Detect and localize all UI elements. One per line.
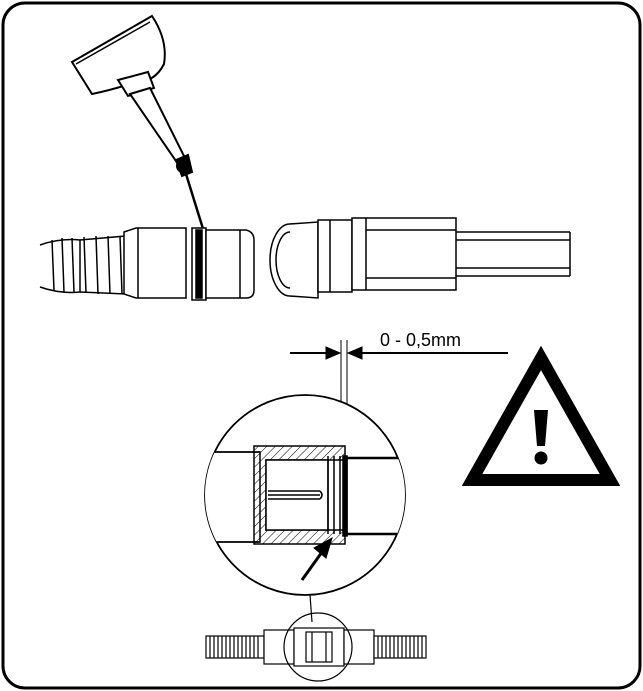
warning-triangle-icon [461, 345, 621, 486]
indicator-arrow [300, 536, 333, 581]
detail-leader [309, 594, 313, 623]
hose-left-corrugated [39, 235, 127, 295]
hose-right-tube [456, 231, 571, 277]
hose-left-connector [123, 227, 255, 301]
hose-right-connector [269, 217, 457, 299]
detail-cutaway [205, 445, 405, 545]
overview-detail-circle [283, 612, 353, 682]
screwdriver-icon [70, 14, 194, 178]
clearance-label: 0 - 0,5mm [380, 330, 461, 350]
guide-line [184, 173, 206, 233]
overview-assembly [205, 627, 427, 667]
